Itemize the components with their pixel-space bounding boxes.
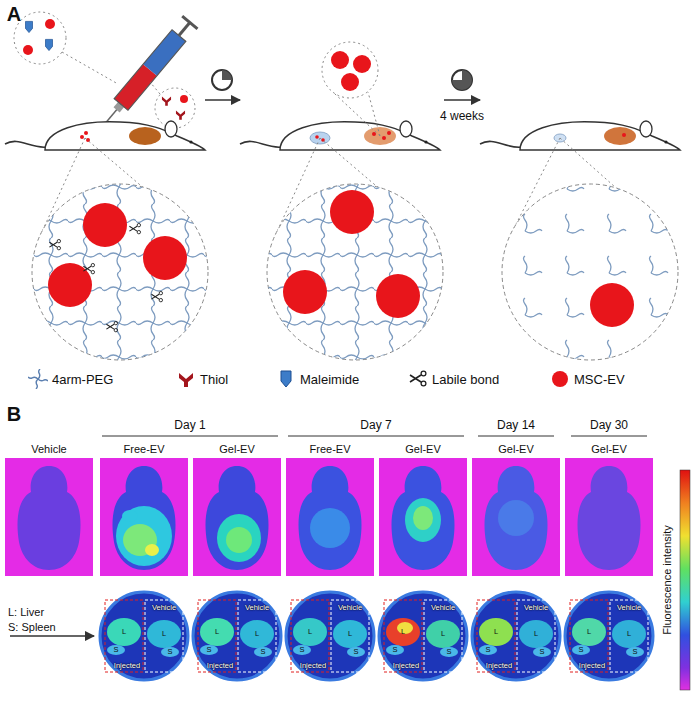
panel-letter: A — [7, 3, 21, 25]
organ-label: L — [308, 628, 312, 636]
group-label: Free-EV — [310, 443, 351, 455]
legend-text: Thiol — [200, 372, 228, 387]
group-label: Gel-EV — [219, 443, 254, 455]
legend-text: Labile bond — [432, 372, 499, 387]
legend-text: MSC-EV — [574, 372, 625, 387]
organ-label: L — [587, 628, 591, 636]
region-label: Injected — [207, 662, 233, 670]
organ-label: S — [632, 648, 637, 656]
legend-text: Maleimide — [300, 372, 359, 387]
organ-label: S — [539, 648, 544, 656]
organ-label: S — [206, 646, 211, 654]
legend-symbol — [176, 369, 196, 389]
region-label: Injected — [486, 662, 512, 670]
region-label: Injected — [114, 662, 140, 670]
group-label: Vehicle — [31, 443, 66, 455]
legend-item: 4arm-PEG — [28, 369, 113, 389]
legend-item: Thiol — [176, 369, 228, 389]
time-header: Day 1 — [174, 419, 205, 432]
legend-item: MSC-EV — [550, 369, 625, 389]
organ-label: L — [627, 630, 631, 638]
organ-label: S — [260, 648, 265, 656]
organ-label: S — [299, 646, 304, 654]
organ-label: S — [485, 646, 490, 654]
organ-label: L — [441, 630, 445, 638]
organ-label: S — [167, 648, 172, 656]
legend-symbol — [550, 369, 570, 389]
legend-symbol — [408, 369, 428, 389]
region-label: Injected — [393, 662, 419, 670]
panel-letter: B — [7, 403, 21, 425]
region-label: Vehicle — [431, 604, 455, 612]
region-label: Vehicle — [152, 604, 176, 612]
region-label: Injected — [300, 662, 326, 670]
region-label: Vehicle — [524, 604, 548, 612]
organ-label: S — [113, 646, 118, 654]
organ-label: L — [348, 630, 352, 638]
organ-label: S — [578, 646, 583, 654]
group-label: Gel-EV — [498, 443, 533, 455]
group-label: Gel-EV — [591, 443, 626, 455]
region-label: Injected — [579, 662, 605, 670]
legend-symbol — [276, 369, 296, 389]
axis-label: Fluorescence intensity — [661, 525, 673, 634]
organ-label: S — [446, 648, 451, 656]
time-header: Day 30 — [590, 419, 628, 432]
organ-label: L — [494, 628, 498, 636]
region-label: Vehicle — [338, 604, 362, 612]
legend-item: Maleimide — [276, 369, 359, 389]
organ-label: L — [255, 630, 259, 638]
organ-label: L — [534, 630, 538, 638]
organ-label: L — [162, 630, 166, 638]
group-label: Gel-EV — [405, 443, 440, 455]
organ-label: S — [392, 646, 397, 654]
time-header: Day 7 — [360, 419, 391, 432]
group-label: Free-EV — [124, 443, 165, 455]
region-label: Vehicle — [245, 604, 269, 612]
organ-label: L — [122, 628, 126, 636]
legend-symbol — [28, 369, 48, 389]
organ-label: L — [215, 628, 219, 636]
key-label: L: Liver — [8, 606, 44, 618]
time-header: Day 14 — [497, 419, 535, 432]
organ-label: L — [401, 628, 405, 636]
organ-label: S — [353, 648, 358, 656]
duration-label: 4 weeks — [440, 110, 484, 123]
key-label: S: Spleen — [8, 621, 56, 633]
legend-item: Labile bond — [408, 369, 499, 389]
region-label: Vehicle — [617, 604, 641, 612]
legend-text: 4arm-PEG — [52, 372, 113, 387]
